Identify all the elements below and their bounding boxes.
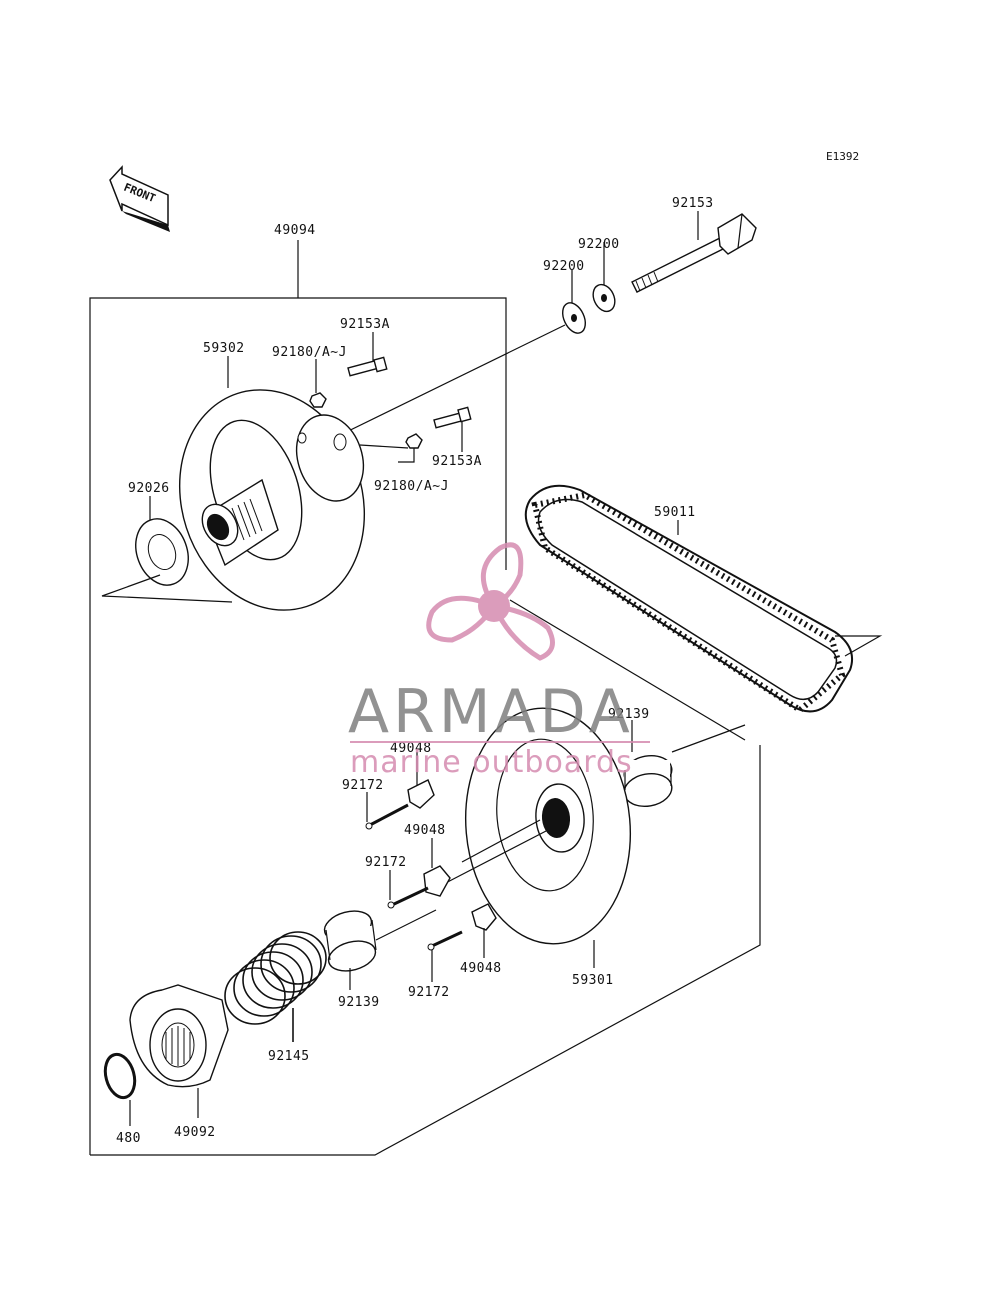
assembly-bracket-49094 [89,240,761,1156]
spring-92145 [224,931,327,1042]
callout-92153A-top: 92153A [340,317,390,332]
callout-59011: 59011 [654,505,696,520]
screw-92153A-top [347,332,388,377]
front-arrow-icon: FRONT [109,165,170,232]
callout-49048-a: 49048 [390,741,432,756]
callout-49092: 49092 [174,1125,216,1140]
weight-49048-b [423,838,451,897]
callout-49048-c: 49048 [460,961,502,976]
callout-92139-left: 92139 [338,995,380,1010]
pin-92172-b [387,870,429,909]
callout-49094: 49094 [274,223,316,238]
sheave-59301 [435,707,632,968]
screw-92153A-mid [433,406,472,452]
callout-480: 480 [116,1131,141,1146]
circlip-480 [103,1052,137,1126]
callout-92153A-mid: 92153A [432,454,482,469]
bolt-92153 [631,211,757,293]
watermark-tagline: marine outboards [350,745,633,780]
nut-92180-top [309,359,327,408]
callout-59302: 59302 [203,341,245,356]
drive-belt-59011 [509,484,883,741]
callout-92139-right: 92139 [608,707,650,722]
cam-49092 [129,984,229,1118]
callout-92200-a: 92200 [578,237,620,252]
washer-92200-b [561,270,587,334]
bushing-92139-left [323,909,437,990]
sheave-59302 [178,356,366,611]
callout-92026: 92026 [128,481,170,496]
callout-92172-b: 92172 [365,855,407,870]
washer-92026 [101,496,233,603]
callout-92200-b: 92200 [543,259,585,274]
callout-92172-c: 92172 [408,985,450,1000]
watermark: ARMADA marine outboards [348,542,650,780]
callout-92145: 92145 [268,1049,310,1064]
propeller-logo-icon [426,542,555,661]
diagram-code: E1392 [826,150,859,163]
callout-92180-mid: 92180/A~J [374,479,449,494]
weight-49048-a [407,752,435,809]
callout-49048-b: 49048 [404,823,446,838]
pin-92172-c [427,930,463,982]
weight-49048-c [471,903,497,958]
callout-92153: 92153 [672,196,714,211]
washer-92200-a [592,242,616,313]
bushing-92139-right [623,720,746,807]
watermark-brand: ARMADA [348,677,634,747]
pin-92172-a [365,792,409,830]
callout-59301: 59301 [572,973,614,988]
callout-92172-a: 92172 [342,778,384,793]
callout-92180-top: 92180/A~J [272,345,347,360]
nut-92180-mid [359,433,423,463]
